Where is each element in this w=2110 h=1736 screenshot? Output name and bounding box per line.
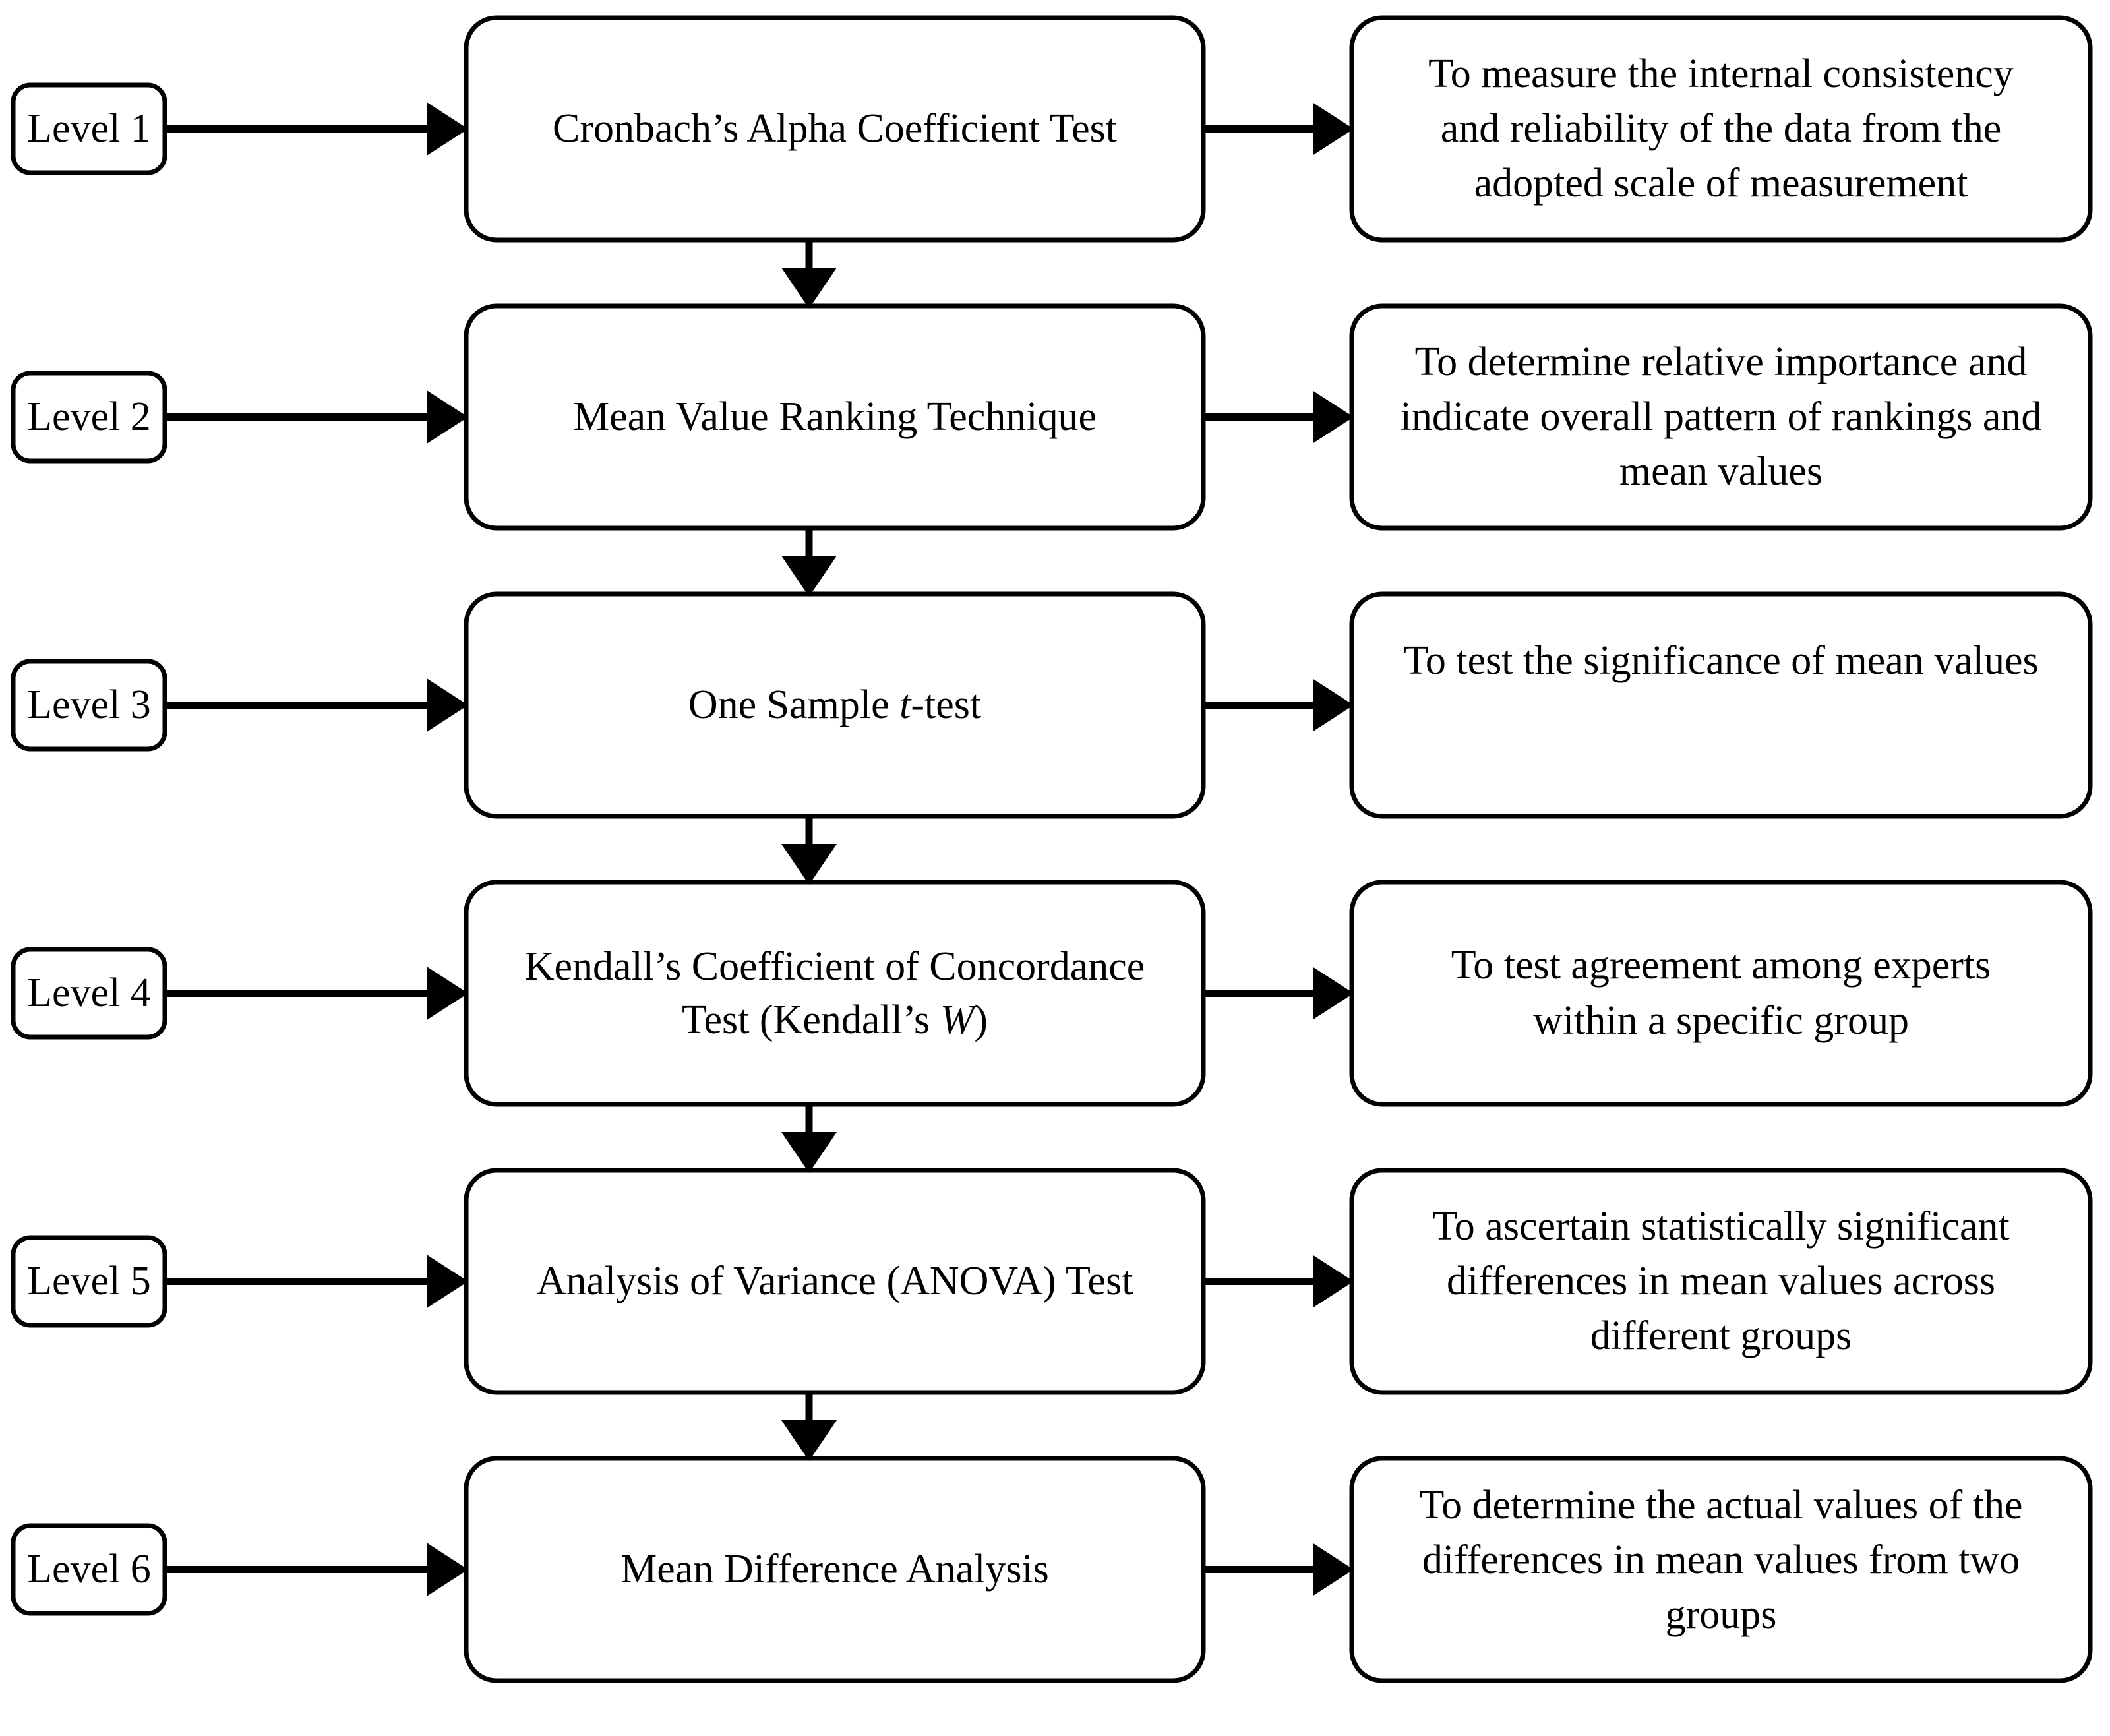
arrowhead-level-to-method-3 <box>427 678 468 732</box>
arrowhead-level-to-method-4 <box>427 967 468 1020</box>
arrowhead-method-to-purpose-1 <box>1313 102 1354 156</box>
arrowhead-level-to-method-6 <box>427 1543 468 1596</box>
level-box-4 <box>11 947 167 1040</box>
arrowhead-level-to-method-1 <box>427 102 468 156</box>
method-box-4 <box>464 880 1206 1107</box>
arrowhead-method-to-purpose-2 <box>1313 390 1354 444</box>
purpose-box-2 <box>1349 303 2093 531</box>
arrowhead-level-to-method-5 <box>427 1255 468 1308</box>
arrowhead-method-5-to-6 <box>781 1420 837 1461</box>
arrowhead-method-3-to-4 <box>781 844 837 885</box>
level-box-5 <box>11 1235 167 1328</box>
method-box-2 <box>464 303 1206 531</box>
level-box-2 <box>11 371 167 464</box>
arrowhead-method-to-purpose-4 <box>1313 967 1354 1020</box>
arrowhead-level-to-method-2 <box>427 390 468 444</box>
arrowhead-method-2-to-3 <box>781 556 837 597</box>
arrowhead-method-to-purpose-6 <box>1313 1543 1354 1596</box>
level-box-6 <box>11 1523 167 1616</box>
purpose-box-4 <box>1349 880 2093 1107</box>
method-box-5 <box>464 1168 1206 1395</box>
method-box-3 <box>464 591 1206 819</box>
purpose-box-1 <box>1349 15 2093 243</box>
purpose-box-3 <box>1349 591 2093 819</box>
method-box-1 <box>464 15 1206 243</box>
arrowhead-method-to-purpose-3 <box>1313 678 1354 732</box>
arrowhead-method-4-to-5 <box>781 1132 837 1173</box>
arrowhead-method-to-purpose-5 <box>1313 1255 1354 1308</box>
arrowhead-method-1-to-2 <box>781 268 837 309</box>
method-box-6 <box>464 1456 1206 1683</box>
purpose-box-6 <box>1349 1456 2093 1683</box>
level-box-1 <box>11 82 167 175</box>
purpose-box-5 <box>1349 1168 2093 1395</box>
level-box-3 <box>11 659 167 752</box>
